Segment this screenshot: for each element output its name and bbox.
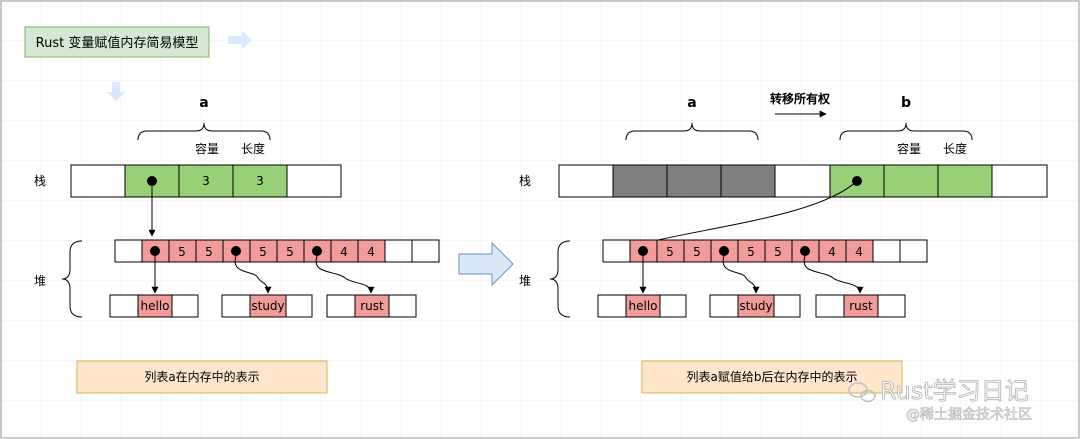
watermark-line2: @稀土掘金技术社区 (906, 407, 1032, 423)
right-var-a-label: a (687, 95, 696, 111)
left-string-study: study (221, 294, 313, 318)
wechat-icon (848, 382, 876, 403)
right-brace-b (839, 122, 973, 141)
string-rust: rust (360, 299, 384, 313)
string-study: study (739, 299, 772, 313)
heap-cell (602, 239, 631, 263)
left-string-rust: rust (326, 294, 417, 318)
heap-cell (872, 239, 901, 263)
pointer-dot (800, 246, 810, 256)
right-heap-label: 堆 (519, 274, 531, 288)
heap-to-rust-arrow (315, 255, 375, 294)
pointer-dot (150, 246, 160, 256)
left-heap-label: 堆 (34, 274, 46, 288)
stack-cell-moved (720, 164, 776, 198)
right-string-study: study (709, 294, 801, 318)
heap-cell (114, 239, 143, 263)
heap-value: 5 (259, 245, 267, 259)
right-caption-box (641, 360, 903, 394)
right-caption-text: 列表a赋值给b后在内存中的表示 (687, 369, 858, 384)
string-rust: rust (849, 299, 873, 313)
heap-value: 4 (855, 245, 863, 259)
stack-cell (286, 164, 342, 198)
watermark: Rust学习日记 @稀土掘金技术社区 (848, 377, 1032, 423)
pointer-dot (147, 176, 157, 186)
watermark-line1: Rust学习日记 (880, 377, 1029, 405)
heap-value: 5 (286, 245, 294, 259)
heap-value: 5 (178, 245, 186, 259)
stack-cell-capacity (178, 164, 234, 198)
stack-cell-moved (666, 164, 722, 198)
left-caption-text: 列表a在内存中的表示 (144, 369, 259, 384)
transition-arrow-icon (458, 241, 514, 287)
faint-right-arrow-icon (228, 31, 252, 49)
left-capacity-label: 容量 (195, 141, 219, 156)
heap-value: 4 (340, 245, 348, 259)
heap-value: 4 (367, 245, 375, 259)
left-stack-label: 栈 (34, 173, 46, 188)
pointer-dot (719, 246, 729, 256)
left-stack-capacity-value: 3 (202, 174, 210, 188)
stack-cell-length (232, 164, 288, 198)
left-stack-length-value: 3 (256, 174, 264, 188)
left-caption-box (76, 360, 328, 394)
title-box (24, 26, 210, 58)
left-heap-row: 5 5 5 5 4 4 (114, 239, 440, 263)
left-var-a-label: a (199, 95, 208, 111)
left-brace-a (137, 122, 271, 141)
right-heap-brace (549, 240, 571, 318)
faint-down-arrow-icon (107, 82, 125, 101)
heap-cell (899, 239, 928, 263)
heap-cell (384, 239, 413, 263)
right-length-label: 长度 (943, 141, 967, 156)
heap-to-study-arrow (722, 255, 760, 294)
heap-value: 5 (205, 245, 213, 259)
right-string-hello: hello (597, 294, 687, 318)
pointer-dot (231, 246, 241, 256)
stack-cell (991, 164, 1048, 198)
heap-value: 5 (693, 245, 701, 259)
left-heap-brace (61, 240, 83, 318)
heap-to-study-arrow (234, 255, 272, 294)
heap-value: 5 (747, 245, 755, 259)
string-study: study (251, 299, 284, 313)
pointer-dot (638, 246, 648, 256)
stack-cell (558, 164, 614, 198)
right-string-rust: rust (815, 294, 906, 318)
b-stack-to-heap-arrow (639, 180, 858, 246)
left-stack-row: 3 3 (70, 164, 342, 198)
right-brace-a (625, 122, 759, 141)
right-stack-label: 栈 (519, 173, 531, 188)
heap-to-rust-arrow (803, 255, 864, 294)
pointer-dot (312, 246, 322, 256)
string-hello: hello (629, 299, 658, 313)
left-string-hello: hello (109, 294, 199, 318)
title-text: Rust 变量赋值内存简易模型 (36, 35, 199, 51)
right-stack-row (558, 164, 1048, 198)
string-hello: hello (141, 299, 170, 313)
stack-cell-length (937, 164, 993, 198)
heap-cell (411, 239, 440, 263)
heap-value: 5 (774, 245, 782, 259)
stack-cell-moved (612, 164, 668, 198)
stack-cell-capacity (883, 164, 939, 198)
right-capacity-label: 容量 (897, 141, 921, 156)
stack-cell (70, 164, 126, 198)
heap-value: 5 (666, 245, 674, 259)
heap-value: 4 (828, 245, 836, 259)
left-length-label: 长度 (241, 141, 265, 156)
right-heap-row: 5 5 5 5 4 4 (602, 239, 928, 263)
transfer-ownership-label: 转移所有权 (770, 91, 831, 106)
right-var-b-label: b (901, 95, 911, 111)
stack-cell (774, 164, 831, 198)
